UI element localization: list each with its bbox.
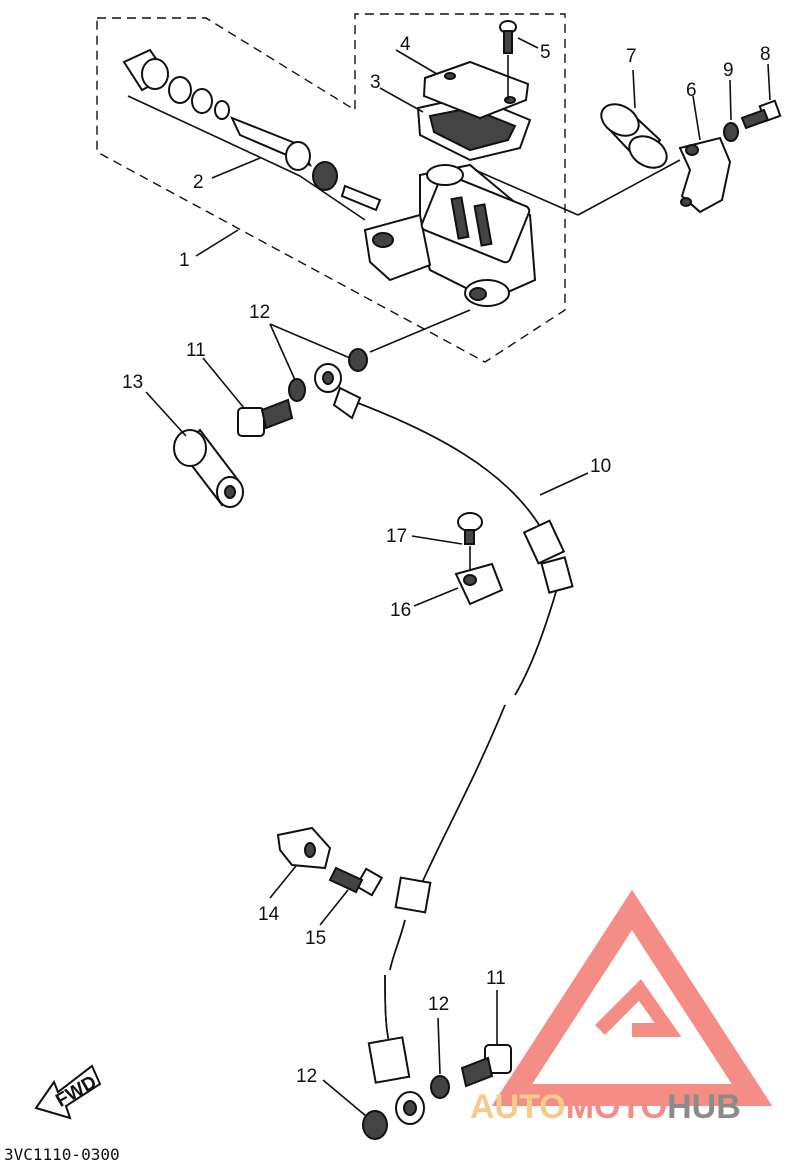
- callout-12-lower-left: 12: [296, 1066, 317, 1087]
- hose-guide: [276, 826, 332, 870]
- union-bolt-upper: [237, 398, 294, 437]
- callout-7: 7: [626, 46, 637, 67]
- callout-16: 16: [390, 600, 411, 621]
- callout-13: 13: [122, 372, 143, 393]
- callout-3: 3: [370, 72, 381, 93]
- callout-8: 8: [760, 44, 771, 65]
- holder-bolt: [740, 99, 782, 130]
- callout-15: 15: [305, 928, 326, 949]
- callout-11-lower: 11: [486, 968, 506, 989]
- callout-4: 4: [400, 34, 411, 55]
- handlebar-holder: [678, 136, 732, 214]
- reservoir-diaphragm: [416, 94, 532, 162]
- copper-washer-a: [348, 348, 368, 372]
- collar: [600, 103, 668, 169]
- leader-lines: [145, 37, 771, 1117]
- guide-bolt: [328, 866, 384, 897]
- holder-washer: [723, 122, 739, 142]
- copper-washer-b: [288, 378, 306, 402]
- svg-text:AUTOMOTOHUB: AUTOMOTOHUB: [470, 1088, 741, 1126]
- copper-washer-c: [430, 1075, 450, 1099]
- union-bolt-lower: [460, 990, 512, 1088]
- callout-12-upper: 12: [249, 302, 270, 323]
- callout-1: 1: [179, 250, 190, 271]
- reservoir-cap: [422, 60, 530, 120]
- callout-12-lower-mid: 12: [428, 994, 449, 1015]
- callout-2: 2: [193, 172, 204, 193]
- brake-hose: [314, 363, 574, 1125]
- union-boot: [173, 428, 244, 508]
- callout-17: 17: [386, 526, 407, 547]
- callout-14: 14: [258, 904, 280, 925]
- master-cylinder-body: [363, 163, 537, 307]
- forward-arrow: FWD: [34, 1064, 102, 1120]
- callout-10: 10: [590, 456, 611, 477]
- piston-kit: [122, 48, 382, 221]
- callout-5: 5: [540, 42, 551, 63]
- callout-9: 9: [723, 60, 734, 81]
- cap-screw: [499, 20, 517, 100]
- clamp-screw: [457, 512, 483, 570]
- callout-6: 6: [686, 80, 697, 101]
- copper-washer-d: [362, 1110, 388, 1140]
- hose-clamp: [454, 562, 504, 606]
- assembly-boundary: [96, 13, 566, 363]
- diagram-code: 3VC1110-0300: [4, 1145, 120, 1164]
- callout-11-upper: 11: [186, 340, 206, 361]
- automotohub-logo: AUTOMOTOHUB: [470, 889, 773, 1126]
